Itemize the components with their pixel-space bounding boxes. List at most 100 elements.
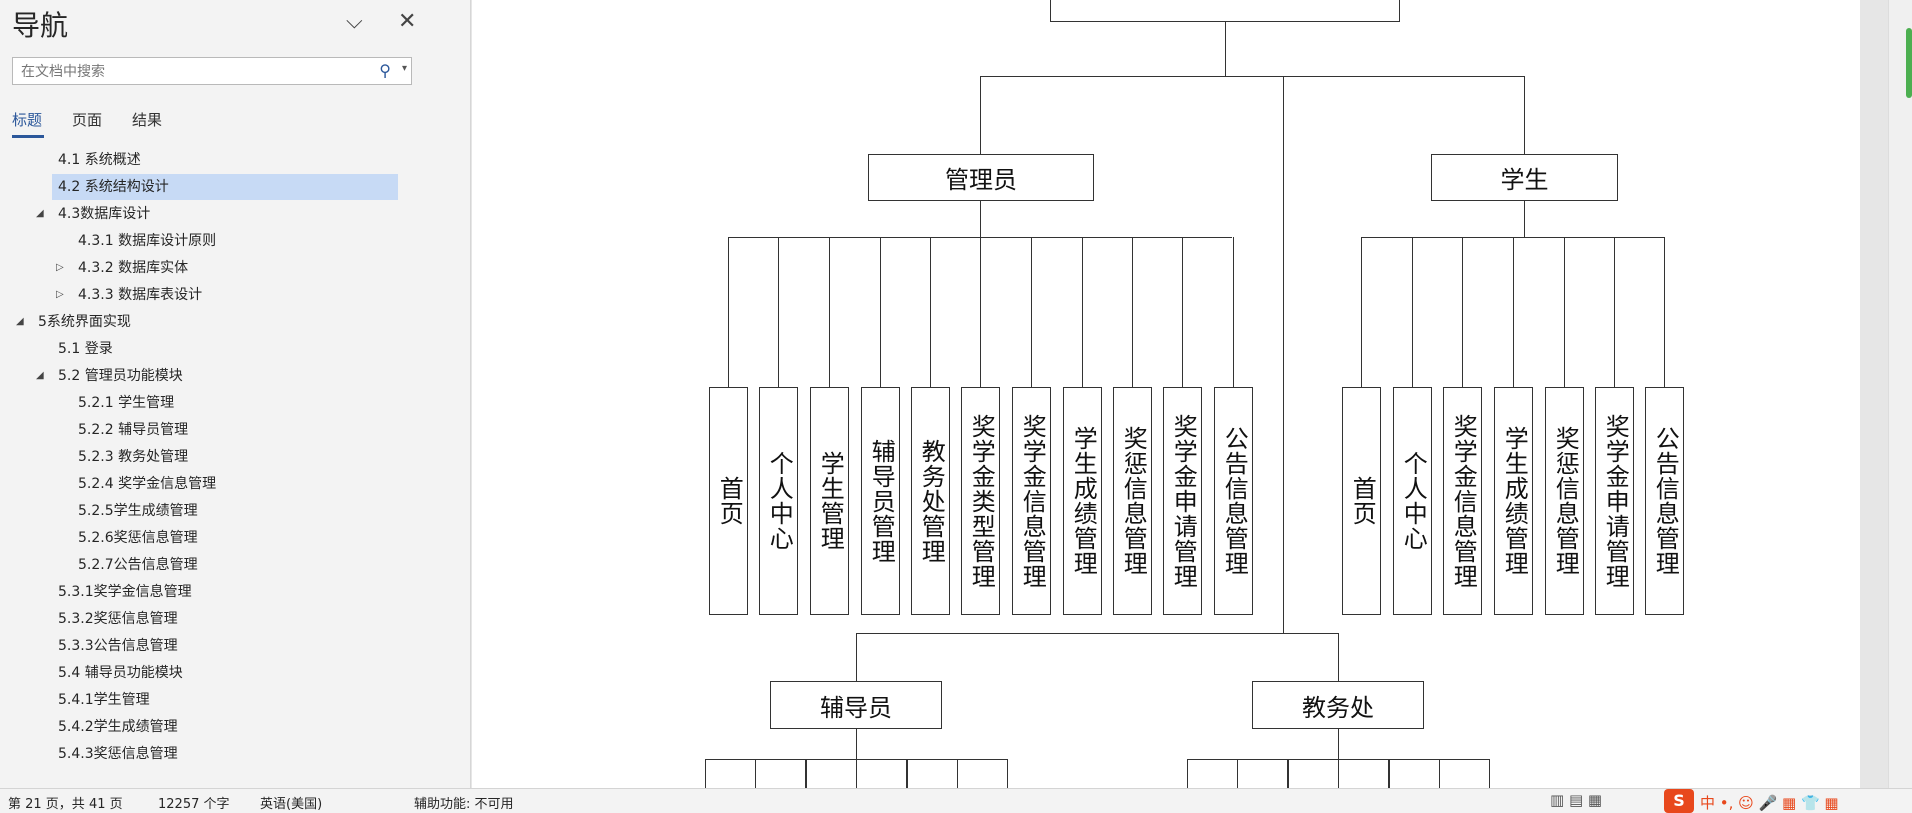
word-count[interactable]: 12257 个字	[158, 797, 230, 812]
page-count[interactable]: 第 21 页，共 41 页	[8, 797, 123, 812]
module-label: 首页	[715, 476, 744, 526]
connector-line	[1564, 237, 1565, 387]
connector-line	[1283, 76, 1284, 633]
accessibility-status[interactable]: 辅助功能: 不可用	[414, 797, 514, 812]
connector-line	[1132, 237, 1133, 387]
expanded-triangle-icon[interactable]: ◢	[36, 208, 44, 219]
connector-line	[1225, 22, 1226, 76]
module-label: 奖惩信息管理	[1119, 426, 1148, 576]
connector-line	[1462, 237, 1463, 387]
heading-item[interactable]: 5.4 辅导员功能模块	[58, 665, 183, 681]
heading-item[interactable]: 4.3.3 数据库表设计	[78, 287, 203, 303]
connector-line	[1664, 237, 1665, 387]
root-box	[1050, 0, 1400, 22]
heading-item[interactable]: 4.3数据库设计	[58, 206, 151, 222]
chevron-down-icon[interactable]: ⌵	[346, 9, 363, 34]
search-box: ⚲ ▾	[12, 57, 412, 86]
module-label: 公告信息管理	[1220, 426, 1249, 576]
connector-line	[1338, 633, 1339, 681]
module-box: 奖学金信息管理	[1443, 387, 1482, 615]
module-label: 奖惩信息管理	[1551, 426, 1580, 576]
admin-box: 管理员	[868, 154, 1094, 201]
module-label: 奖学金类型管理	[967, 413, 996, 589]
heading-item[interactable]: 5.2 管理员功能模块	[58, 368, 183, 384]
heading-item[interactable]: 5.3.1奖学金信息管理	[58, 584, 192, 600]
module-label: 学生管理	[816, 451, 845, 551]
module-label: 公告信息管理	[1651, 426, 1680, 576]
module-box: 个人中心	[759, 387, 798, 615]
academic-office-box: 教务处	[1252, 681, 1424, 729]
heading-item[interactable]: 5.2.4 奖学金信息管理	[78, 476, 217, 492]
module-box: 学生管理	[810, 387, 849, 615]
module-box: 奖学金申请管理	[1595, 387, 1634, 615]
module-box: 奖学金信息管理	[1012, 387, 1051, 615]
counselor-box: 辅导员	[770, 681, 942, 729]
tab-results[interactable]: 结果	[132, 111, 163, 129]
heading-item[interactable]: 5.1 登录	[58, 341, 113, 357]
nav-title: 导航	[12, 9, 69, 42]
connector-line	[1182, 237, 1183, 387]
connector-line	[1524, 201, 1525, 237]
heading-item[interactable]: 5.2.6奖惩信息管理	[78, 530, 198, 546]
heading-item[interactable]: 4.1 系统概述	[58, 152, 141, 168]
tab-headings[interactable]: 标题	[12, 111, 43, 129]
module-box: 辅导员管理	[861, 387, 900, 615]
heading-item[interactable]: 5.2.2 辅导员管理	[78, 422, 189, 438]
collapsed-triangle-icon[interactable]: ▷	[56, 262, 64, 273]
connector-line	[1338, 729, 1339, 759]
module-box: 奖惩信息管理	[1113, 387, 1152, 615]
module-box: 学生成绩管理	[1494, 387, 1533, 615]
heading-item[interactable]: 5.4.3奖惩信息管理	[58, 746, 178, 762]
collapsed-triangle-icon[interactable]: ▷	[56, 289, 64, 300]
connector-line	[1031, 237, 1032, 387]
heading-item[interactable]: 5.4.1学生管理	[58, 692, 150, 708]
chevron-down-icon[interactable]: ▾	[401, 63, 407, 74]
connector-line	[1513, 237, 1514, 387]
tab-pages[interactable]: 页面	[72, 111, 103, 129]
view-mode-icons[interactable]: ▥ ▤ ▦	[1550, 791, 1603, 809]
heading-item[interactable]: 5系统界面实现	[38, 314, 131, 330]
connector-line	[1614, 237, 1615, 387]
heading-item[interactable]: 4.3.2 数据库实体	[78, 260, 189, 276]
heading-item[interactable]: 5.2.1 学生管理	[78, 395, 175, 411]
module-label: 奖学金申请管理	[1601, 413, 1630, 589]
connector-line	[980, 201, 981, 237]
document-page: 管理员首页个人中心学生管理辅导员管理教务处管理奖学金类型管理奖学金信息管理学生成…	[472, 0, 1860, 799]
module-box: 学生成绩管理	[1063, 387, 1102, 615]
vertical-scrollbar[interactable]	[1888, 0, 1912, 788]
module-label: 个人中心	[765, 451, 794, 551]
heading-item[interactable]: 4.3.1 数据库设计原则	[78, 233, 217, 249]
connector-line	[980, 76, 981, 154]
heading-item[interactable]: 5.2.3 教务处管理	[78, 449, 189, 465]
module-box: 奖学金类型管理	[961, 387, 1000, 615]
ime-toolbar-icons[interactable]: 中 •, ☺ 🎤 ▦ 👕 ▦	[1700, 794, 1839, 812]
expanded-triangle-icon[interactable]: ◢	[16, 316, 24, 327]
module-label: 学生成绩管理	[1069, 426, 1098, 576]
scrollbar-thumb[interactable]	[1906, 28, 1912, 98]
heading-item[interactable]: 4.2 系统结构设计	[52, 174, 398, 200]
heading-item[interactable]: 5.2.7公告信息管理	[78, 557, 198, 573]
connector-line	[980, 237, 981, 387]
heading-item[interactable]: 5.3.3公告信息管理	[58, 638, 178, 654]
connector-line	[778, 237, 779, 387]
module-label: 学生成绩管理	[1500, 426, 1529, 576]
module-box: 奖惩信息管理	[1545, 387, 1584, 615]
close-icon[interactable]: ✕	[398, 9, 417, 34]
search-input[interactable]	[13, 58, 383, 86]
module-box: 教务处管理	[911, 387, 950, 615]
connector-line	[1524, 76, 1525, 154]
module-box: 奖学金申请管理	[1163, 387, 1202, 615]
heading-item[interactable]: 5.2.5学生成绩管理	[78, 503, 198, 519]
connector-line	[1361, 237, 1362, 387]
connector-line	[980, 76, 1524, 77]
heading-item[interactable]: 5.3.2奖惩信息管理	[58, 611, 178, 627]
connector-line	[728, 237, 729, 387]
heading-item[interactable]: 5.4.2学生成绩管理	[58, 719, 178, 735]
language[interactable]: 英语(美国)	[260, 797, 323, 812]
navigation-pane: 导航 ⌵ ✕ ⚲ ▾ 标题 页面 结果 4.1 系统概述 4.2 系统结构设计 4.…	[0, 0, 471, 788]
ime-logo-icon[interactable]: S	[1664, 789, 1694, 813]
module-label: 教务处管理	[917, 438, 946, 564]
module-label: 奖学金申请管理	[1169, 413, 1198, 589]
expanded-triangle-icon[interactable]: ◢	[36, 370, 44, 381]
search-icon[interactable]: ⚲	[379, 61, 391, 80]
